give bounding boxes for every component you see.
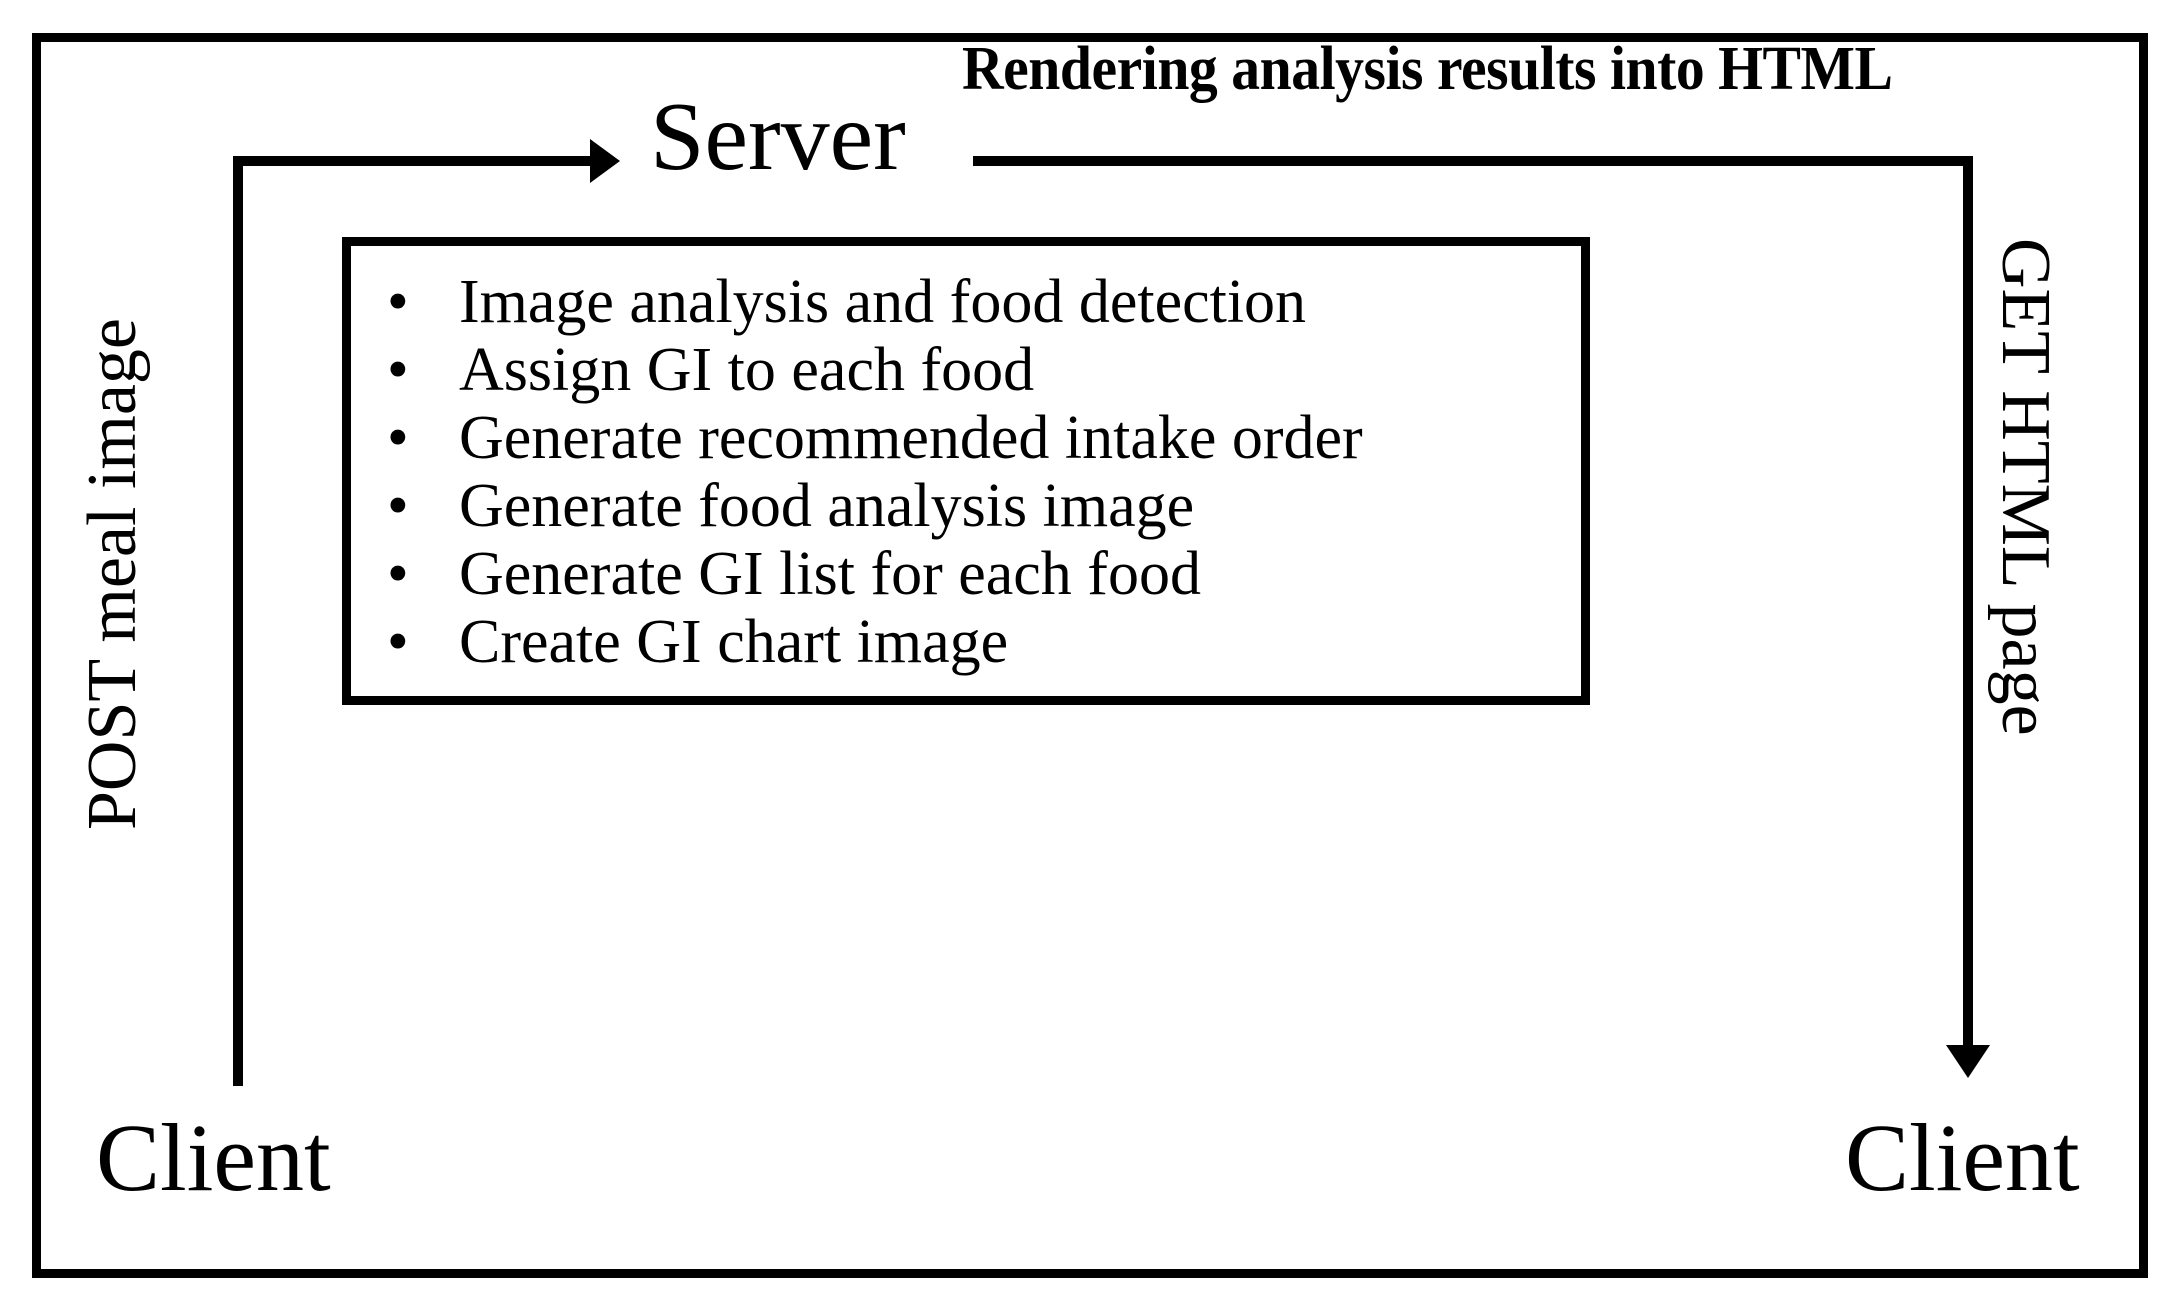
node-client-left-label: Client — [96, 1104, 331, 1211]
list-item: • Generate recommended intake order — [351, 404, 1581, 472]
flow-line-right-vertical — [1963, 156, 1973, 1051]
list-item-label: Image analysis and food detection — [459, 268, 1307, 336]
edge-label-get-html-page: GET HTML page — [1987, 238, 2064, 736]
edge-label-post-meal-image: POST meal image — [74, 318, 151, 830]
bullet-icon: • — [387, 268, 409, 336]
list-item: • Image analysis and food detection — [351, 268, 1581, 336]
bullet-icon: • — [387, 404, 409, 472]
list-item-label: Assign GI to each food — [459, 336, 1035, 404]
list-item-label: Generate GI list for each food — [459, 540, 1201, 608]
server-process-box: • Image analysis and food detection • As… — [342, 237, 1590, 705]
list-item: • Assign GI to each food — [351, 336, 1581, 404]
server-process-list: • Image analysis and food detection • As… — [351, 246, 1581, 676]
bullet-icon: • — [387, 608, 409, 676]
node-client-right-label: Client — [1845, 1104, 2080, 1211]
list-item-label: Generate recommended intake order — [459, 404, 1363, 472]
list-item: • Generate food analysis image — [351, 472, 1581, 540]
bullet-icon: • — [387, 472, 409, 540]
list-item: • Generate GI list for each food — [351, 540, 1581, 608]
arrow-right-icon — [590, 139, 620, 183]
list-item-label: Generate food analysis image — [459, 472, 1195, 540]
arrow-down-icon — [1946, 1045, 1990, 1078]
bullet-icon: • — [387, 336, 409, 404]
list-item: • Create GI chart image — [351, 608, 1581, 676]
edge-label-rendering-analysis: Rendering analysis results into HTML — [962, 35, 1893, 103]
flow-line-left-vertical — [233, 156, 243, 1086]
bullet-icon: • — [387, 540, 409, 608]
node-server-label: Server — [650, 83, 906, 191]
flow-line-left-horizontal — [233, 156, 608, 166]
flow-line-right-horizontal — [973, 156, 1973, 166]
list-item-label: Create GI chart image — [459, 608, 1009, 676]
